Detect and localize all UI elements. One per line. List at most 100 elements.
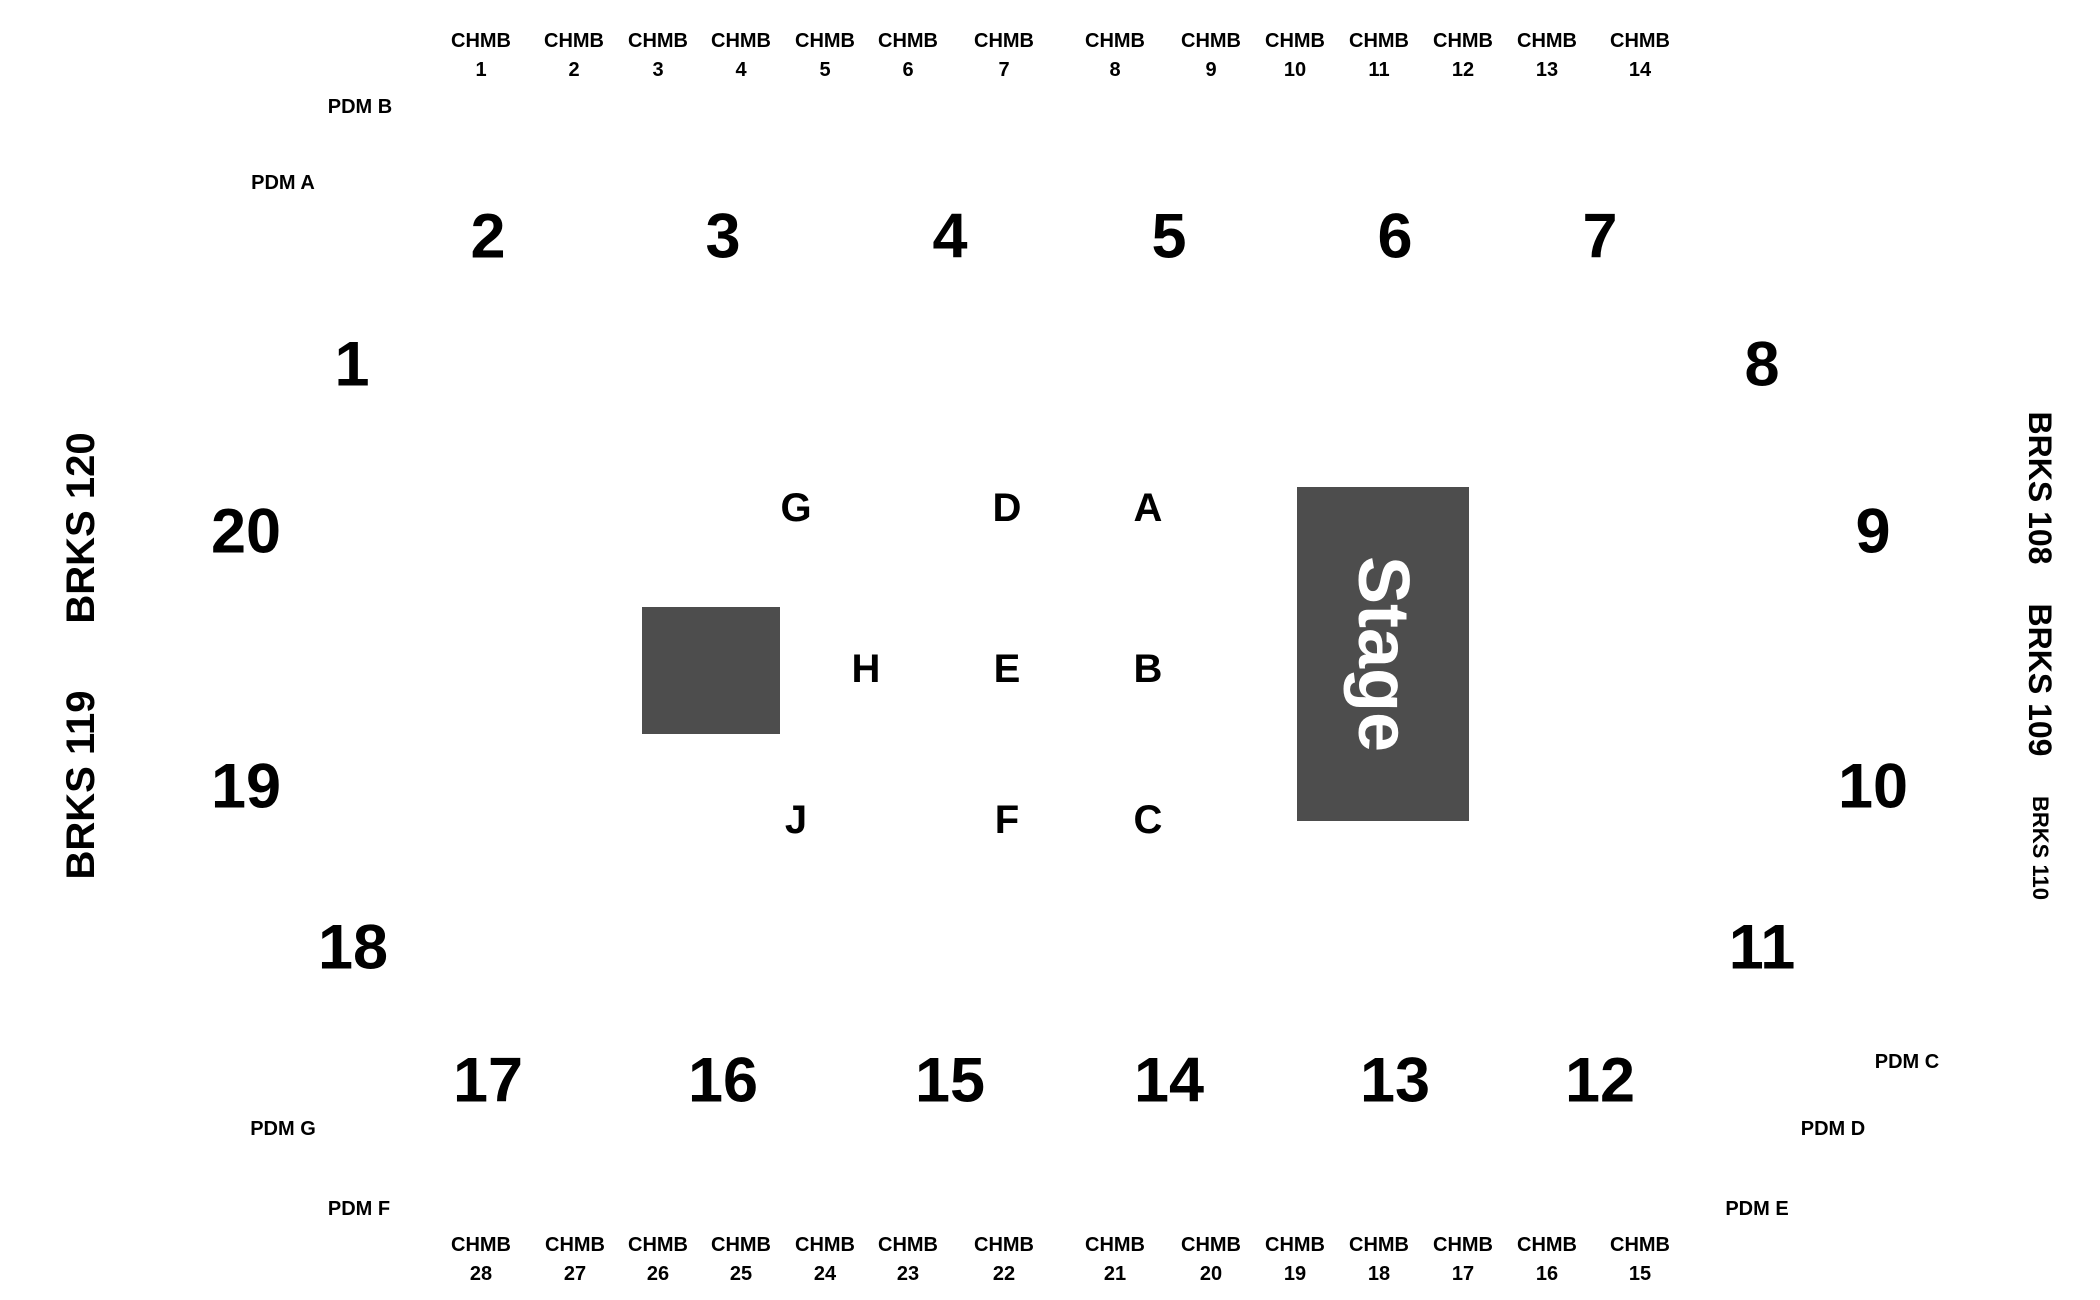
section-15[interactable]: 15 bbox=[914, 1045, 986, 1116]
chamber-10[interactable]: CHMB 10 bbox=[1265, 27, 1325, 85]
chamber-number: 7 bbox=[998, 59, 1010, 81]
section-12[interactable]: 12 bbox=[1564, 1045, 1636, 1116]
section-7[interactable]: 7 bbox=[1582, 201, 1618, 272]
chamber-28[interactable]: CHMB 28 bbox=[451, 1231, 511, 1289]
chamber-prefix: CHMB bbox=[1181, 30, 1241, 52]
section-2[interactable]: 2 bbox=[470, 201, 506, 272]
chamber-number: 1 bbox=[475, 59, 487, 81]
pdm-d[interactable]: PDM D bbox=[1800, 1118, 1866, 1140]
section-18[interactable]: 18 bbox=[317, 912, 389, 983]
brks-108[interactable]: BRKS 108 bbox=[2022, 411, 2058, 565]
chamber-9[interactable]: CHMB 9 bbox=[1181, 27, 1241, 85]
section-8[interactable]: 8 bbox=[1744, 329, 1780, 400]
chamber-15[interactable]: CHMB 15 bbox=[1610, 1231, 1670, 1289]
chamber-number: 23 bbox=[896, 1263, 920, 1285]
sound-booth-block bbox=[642, 607, 780, 734]
pdm-e[interactable]: PDM E bbox=[1725, 1198, 1789, 1220]
section-5[interactable]: 5 bbox=[1151, 201, 1187, 272]
chamber-21[interactable]: CHMB 21 bbox=[1085, 1231, 1145, 1289]
section-17[interactable]: 17 bbox=[452, 1045, 524, 1116]
floor-b[interactable]: B bbox=[1133, 647, 1163, 691]
chamber-prefix: CHMB bbox=[1517, 1234, 1577, 1256]
floor-h[interactable]: H bbox=[851, 647, 881, 691]
chamber-prefix: CHMB bbox=[628, 1234, 688, 1256]
chamber-prefix: CHMB bbox=[1433, 1234, 1493, 1256]
chamber-7[interactable]: CHMB 7 bbox=[974, 27, 1034, 85]
floor-d[interactable]: D bbox=[992, 486, 1022, 530]
chamber-prefix: CHMB bbox=[544, 30, 604, 52]
pdm-a[interactable]: PDM A bbox=[251, 172, 315, 194]
pdm-c[interactable]: PDM C bbox=[1874, 1051, 1940, 1073]
chamber-number: 8 bbox=[1109, 59, 1121, 81]
section-4[interactable]: 4 bbox=[932, 201, 968, 272]
section-14[interactable]: 14 bbox=[1133, 1045, 1205, 1116]
brks-110[interactable]: BRKS 110 bbox=[2028, 796, 2053, 900]
chamber-number: 28 bbox=[469, 1263, 493, 1285]
chamber-number: 5 bbox=[819, 59, 831, 81]
chamber-number: 21 bbox=[1103, 1263, 1127, 1285]
section-19[interactable]: 19 bbox=[210, 751, 282, 822]
section-20[interactable]: 20 bbox=[210, 496, 282, 567]
section-9[interactable]: 9 bbox=[1855, 496, 1891, 567]
chamber-number: 24 bbox=[813, 1263, 837, 1285]
chamber-prefix: CHMB bbox=[1085, 1234, 1145, 1256]
chamber-prefix: CHMB bbox=[451, 1234, 511, 1256]
floor-f[interactable]: F bbox=[994, 798, 1020, 842]
chamber-26[interactable]: CHMB 26 bbox=[628, 1231, 688, 1289]
chamber-prefix: CHMB bbox=[711, 1234, 771, 1256]
section-6[interactable]: 6 bbox=[1377, 201, 1413, 272]
floor-a[interactable]: A bbox=[1133, 486, 1163, 530]
section-10[interactable]: 10 bbox=[1837, 751, 1909, 822]
chamber-prefix: CHMB bbox=[1610, 1234, 1670, 1256]
pdm-g[interactable]: PDM G bbox=[250, 1118, 316, 1140]
section-16[interactable]: 16 bbox=[687, 1045, 759, 1116]
chamber-number: 9 bbox=[1205, 59, 1217, 81]
stage: Stage bbox=[1297, 487, 1469, 821]
chamber-number: 26 bbox=[646, 1263, 670, 1285]
chamber-number: 18 bbox=[1367, 1263, 1391, 1285]
chamber-prefix: CHMB bbox=[974, 30, 1034, 52]
chamber-number: 3 bbox=[652, 59, 664, 81]
floor-c[interactable]: C bbox=[1133, 798, 1163, 842]
chamber-number: 27 bbox=[563, 1263, 587, 1285]
pdm-b[interactable]: PDM B bbox=[327, 96, 393, 118]
section-11[interactable]: 11 bbox=[1728, 912, 1796, 983]
section-13[interactable]: 13 bbox=[1359, 1045, 1431, 1116]
chamber-number: 10 bbox=[1283, 59, 1307, 81]
brks-119[interactable]: BRKS 119 bbox=[59, 690, 103, 880]
chamber-prefix: CHMB bbox=[1265, 30, 1325, 52]
chamber-prefix: CHMB bbox=[711, 30, 771, 52]
chamber-prefix: CHMB bbox=[1349, 30, 1409, 52]
section-1[interactable]: 1 bbox=[334, 329, 370, 400]
chamber-number: 15 bbox=[1628, 1263, 1652, 1285]
pdm-f[interactable]: PDM F bbox=[327, 1198, 391, 1220]
floor-g[interactable]: G bbox=[780, 486, 812, 530]
brks-109[interactable]: BRKS 109 bbox=[2022, 603, 2058, 757]
chamber-number: 14 bbox=[1628, 59, 1652, 81]
floor-j[interactable]: J bbox=[784, 798, 808, 842]
section-3[interactable]: 3 bbox=[705, 201, 741, 272]
floor-e[interactable]: E bbox=[993, 647, 1021, 691]
brks-120[interactable]: BRKS 120 bbox=[59, 432, 103, 624]
